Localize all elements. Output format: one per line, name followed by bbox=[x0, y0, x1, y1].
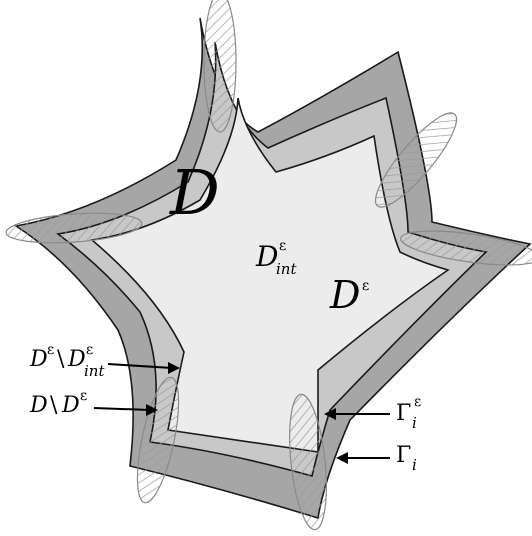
svg-text:D: D bbox=[329, 273, 360, 317]
label-d-eps-int: D ε int bbox=[255, 238, 297, 278]
svg-text:D: D bbox=[61, 393, 80, 418]
svg-text:ε: ε bbox=[47, 342, 54, 358]
svg-text:ε: ε bbox=[86, 342, 93, 358]
label-gamma-i: Γ i bbox=[396, 443, 417, 474]
label-gamma-i-eps: Γ i ε bbox=[396, 394, 421, 432]
label-d: D bbox=[169, 156, 220, 229]
svg-text:i: i bbox=[412, 456, 417, 474]
svg-text:Γ: Γ bbox=[396, 443, 411, 468]
boundary-patches bbox=[5, 0, 532, 531]
boundary-patch-bottom-left bbox=[136, 376, 180, 504]
boundary-patch-top bbox=[203, 0, 237, 133]
svg-text:\: \ bbox=[57, 347, 65, 372]
svg-text:D: D bbox=[29, 393, 48, 418]
svg-text:ε: ε bbox=[362, 278, 369, 294]
svg-text:i: i bbox=[412, 414, 417, 432]
svg-text:D: D bbox=[255, 240, 278, 273]
boundary-patch-right bbox=[400, 230, 532, 266]
svg-text:D: D bbox=[29, 347, 48, 372]
arrow-d-eps-minus-d-int bbox=[107, 363, 173, 369]
arrowhead-gamma-i bbox=[336, 452, 348, 464]
svg-text:Γ: Γ bbox=[396, 401, 411, 426]
boundary-patch-bottom-right bbox=[289, 393, 327, 531]
svg-text:int: int bbox=[84, 362, 105, 380]
boundary-patch-top-right bbox=[374, 112, 458, 208]
svg-text:ε: ε bbox=[279, 238, 286, 254]
arrowhead-gamma-i-eps bbox=[324, 408, 336, 420]
arrow-d-minus-d-eps bbox=[93, 407, 151, 411]
svg-text:D: D bbox=[67, 347, 86, 372]
label-d-minus-d-eps: D \ D ε bbox=[29, 388, 87, 418]
label-d-eps-minus-d-int: D ε \ D ε int bbox=[29, 342, 105, 380]
boundary-patch-left bbox=[5, 212, 143, 244]
arrowhead-d-minus-d-eps bbox=[146, 404, 158, 416]
svg-text:ε: ε bbox=[80, 388, 87, 404]
label-d-eps: D ε bbox=[329, 273, 369, 317]
svg-text:\: \ bbox=[50, 393, 58, 418]
svg-text:int: int bbox=[276, 260, 297, 278]
svg-text:ε: ε bbox=[414, 394, 421, 410]
arrowhead-d-eps-minus-d-int bbox=[168, 362, 180, 374]
